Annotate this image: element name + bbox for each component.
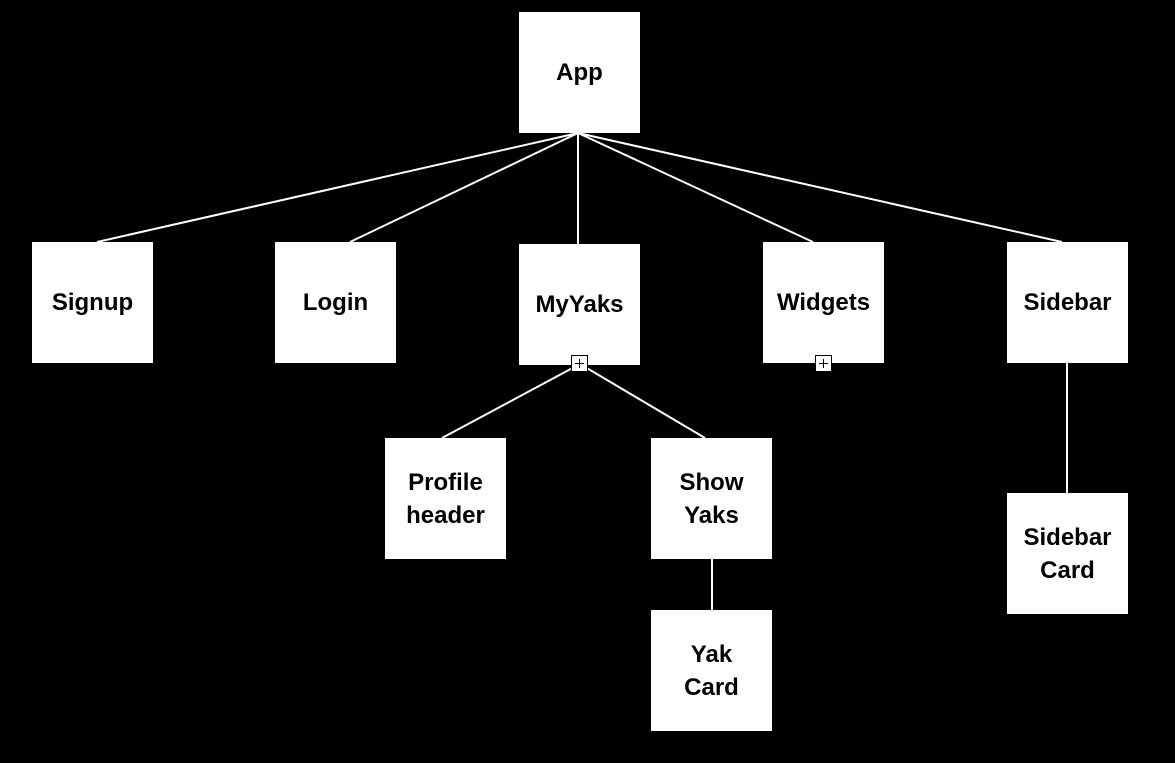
edge-app-sidebar — [577, 132, 1063, 243]
node-myyaks-label: MyYaks — [535, 291, 624, 318]
node-login[interactable]: Login — [275, 242, 396, 363]
node-yak-card-label: Yak Card — [684, 640, 739, 701]
node-login-label: Login — [302, 289, 369, 316]
node-signup[interactable]: Signup — [32, 242, 153, 363]
widgets-expand-plus-icon[interactable] — [815, 355, 832, 372]
node-sidebar-label: Sidebar — [1023, 289, 1112, 316]
node-widgets[interactable]: Widgets — [763, 242, 884, 363]
node-show-yaks[interactable]: Show Yaks — [651, 438, 772, 559]
node-app[interactable]: App — [519, 12, 640, 133]
node-show-yaks-label: Show Yaks — [679, 468, 744, 529]
node-widgets-label: Widgets — [776, 289, 871, 316]
myyaks-expand-plus-icon[interactable] — [571, 355, 588, 372]
node-profile-header[interactable]: Profile header — [385, 438, 506, 559]
node-app-label: App — [556, 59, 603, 86]
edge-app-widgets — [577, 132, 814, 243]
node-profile-header-label: Profile header — [406, 468, 485, 529]
node-myyaks[interactable]: MyYaks — [519, 244, 640, 365]
node-yak-card[interactable]: Yak Card — [651, 610, 772, 731]
edge-myyaks-profile-header — [441, 363, 581, 439]
node-sidebar-card-label: Sidebar Card — [1023, 523, 1112, 584]
node-signup-label: Signup — [51, 289, 134, 316]
node-sidebar[interactable]: Sidebar — [1007, 242, 1128, 363]
edge-app-login — [349, 132, 579, 243]
node-sidebar-card[interactable]: Sidebar Card — [1007, 493, 1128, 614]
edge-app-signup — [96, 132, 579, 243]
edge-myyaks-show-yaks — [579, 363, 706, 439]
